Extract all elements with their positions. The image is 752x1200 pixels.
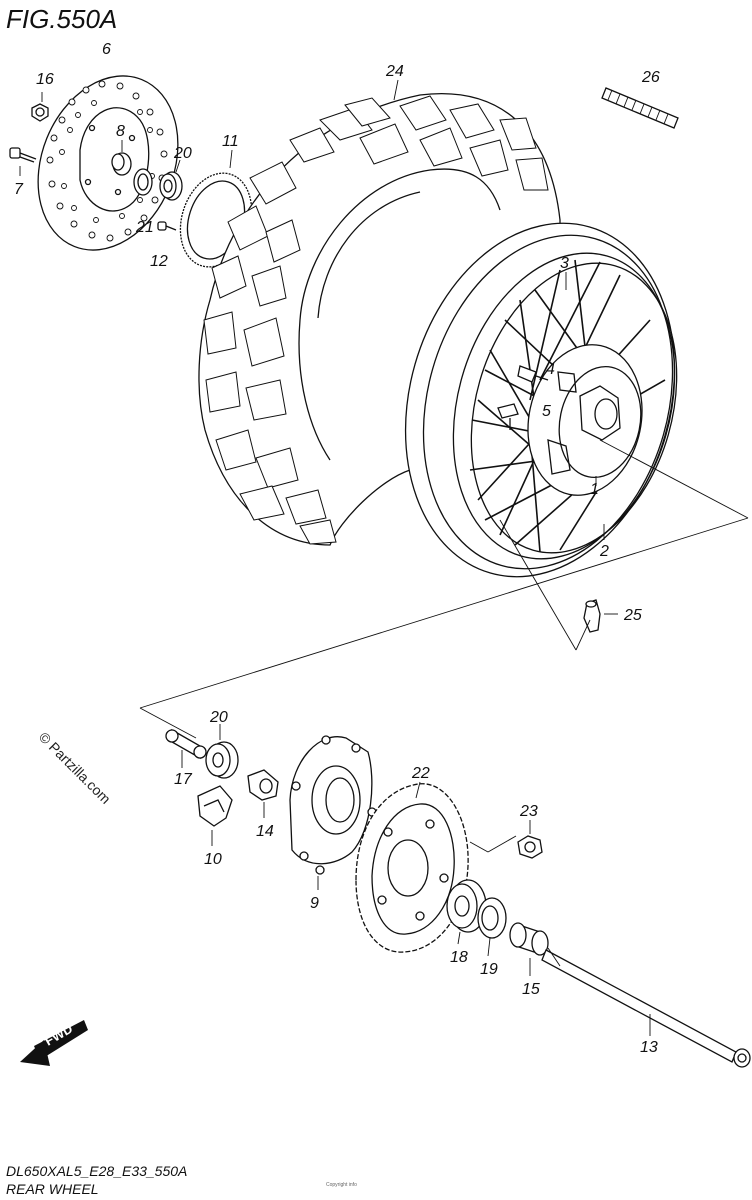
callout-20-bottom: 20 bbox=[209, 709, 228, 726]
callout-16: 16 bbox=[36, 71, 54, 88]
oil-seal-21 bbox=[133, 168, 153, 196]
brake-disc bbox=[37, 75, 179, 251]
callout-11: 11 bbox=[222, 133, 239, 150]
assembly-guide-lines bbox=[139, 439, 749, 853]
spacer-8 bbox=[111, 152, 132, 176]
callout-12: 12 bbox=[150, 253, 168, 270]
figure-title: FIG.550A bbox=[6, 4, 117, 34]
collar-14 bbox=[247, 769, 279, 801]
callout-22: 22 bbox=[411, 765, 430, 782]
bearing-20-top bbox=[159, 171, 183, 201]
sprocket-mounting-drum-9 bbox=[289, 735, 377, 875]
callout-21: 21 bbox=[135, 219, 154, 236]
bearing-20-bottom bbox=[205, 741, 239, 779]
callout-labels: 1 2 3 4 5 6 7 8 9 10 11 12 13 14 15 16 1… bbox=[14, 41, 660, 1056]
callout-14: 14 bbox=[256, 823, 274, 840]
callout-10: 10 bbox=[204, 851, 222, 868]
forward-direction-arrow: FWD bbox=[20, 1020, 88, 1066]
callout-18: 18 bbox=[450, 949, 468, 966]
callout-4: 4 bbox=[546, 361, 555, 378]
screw-12 bbox=[157, 221, 177, 231]
spacer-15 bbox=[509, 922, 549, 956]
callout-15: 15 bbox=[522, 981, 540, 998]
callout-7: 7 bbox=[14, 181, 24, 198]
callout-23: 23 bbox=[519, 803, 538, 820]
bearing-18 bbox=[446, 879, 487, 933]
callout-5: 5 bbox=[542, 403, 551, 420]
callout-13: 13 bbox=[640, 1039, 658, 1056]
callout-24: 24 bbox=[385, 63, 404, 80]
callout-1: 1 bbox=[590, 481, 599, 498]
tire bbox=[198, 93, 561, 546]
spoke-nipple-4 bbox=[517, 365, 549, 383]
balancer-weight-26 bbox=[601, 87, 679, 129]
axle-13 bbox=[541, 947, 751, 1068]
callout-26: 26 bbox=[641, 69, 660, 86]
cushion-10 bbox=[197, 785, 233, 827]
nut-16 bbox=[31, 103, 49, 122]
callout-25: 25 bbox=[623, 607, 642, 624]
sprocket-22 bbox=[355, 783, 469, 953]
spacer-17 bbox=[165, 728, 207, 760]
oil-seal-19 bbox=[477, 897, 507, 939]
rim-hub bbox=[527, 344, 643, 496]
callout-20-top: 20 bbox=[173, 145, 192, 162]
callout-9: 9 bbox=[310, 895, 319, 912]
callout-8: 8 bbox=[116, 123, 125, 140]
bolt-7 bbox=[9, 147, 37, 163]
watermark: © Partzilla.com bbox=[36, 729, 114, 807]
model-code: DL650XAL5_E28_E33_550A bbox=[6, 1163, 187, 1179]
callout-19: 19 bbox=[480, 961, 498, 978]
nut-23 bbox=[517, 835, 543, 859]
callout-2: 2 bbox=[599, 543, 609, 560]
callout-17: 17 bbox=[174, 771, 193, 788]
figure-caption: REAR WHEEL bbox=[6, 1181, 99, 1197]
footer-small-print: Copyright info bbox=[326, 1182, 357, 1188]
screw-5 bbox=[497, 403, 519, 430]
callout-6: 6 bbox=[102, 41, 111, 58]
callout-3: 3 bbox=[560, 255, 569, 272]
